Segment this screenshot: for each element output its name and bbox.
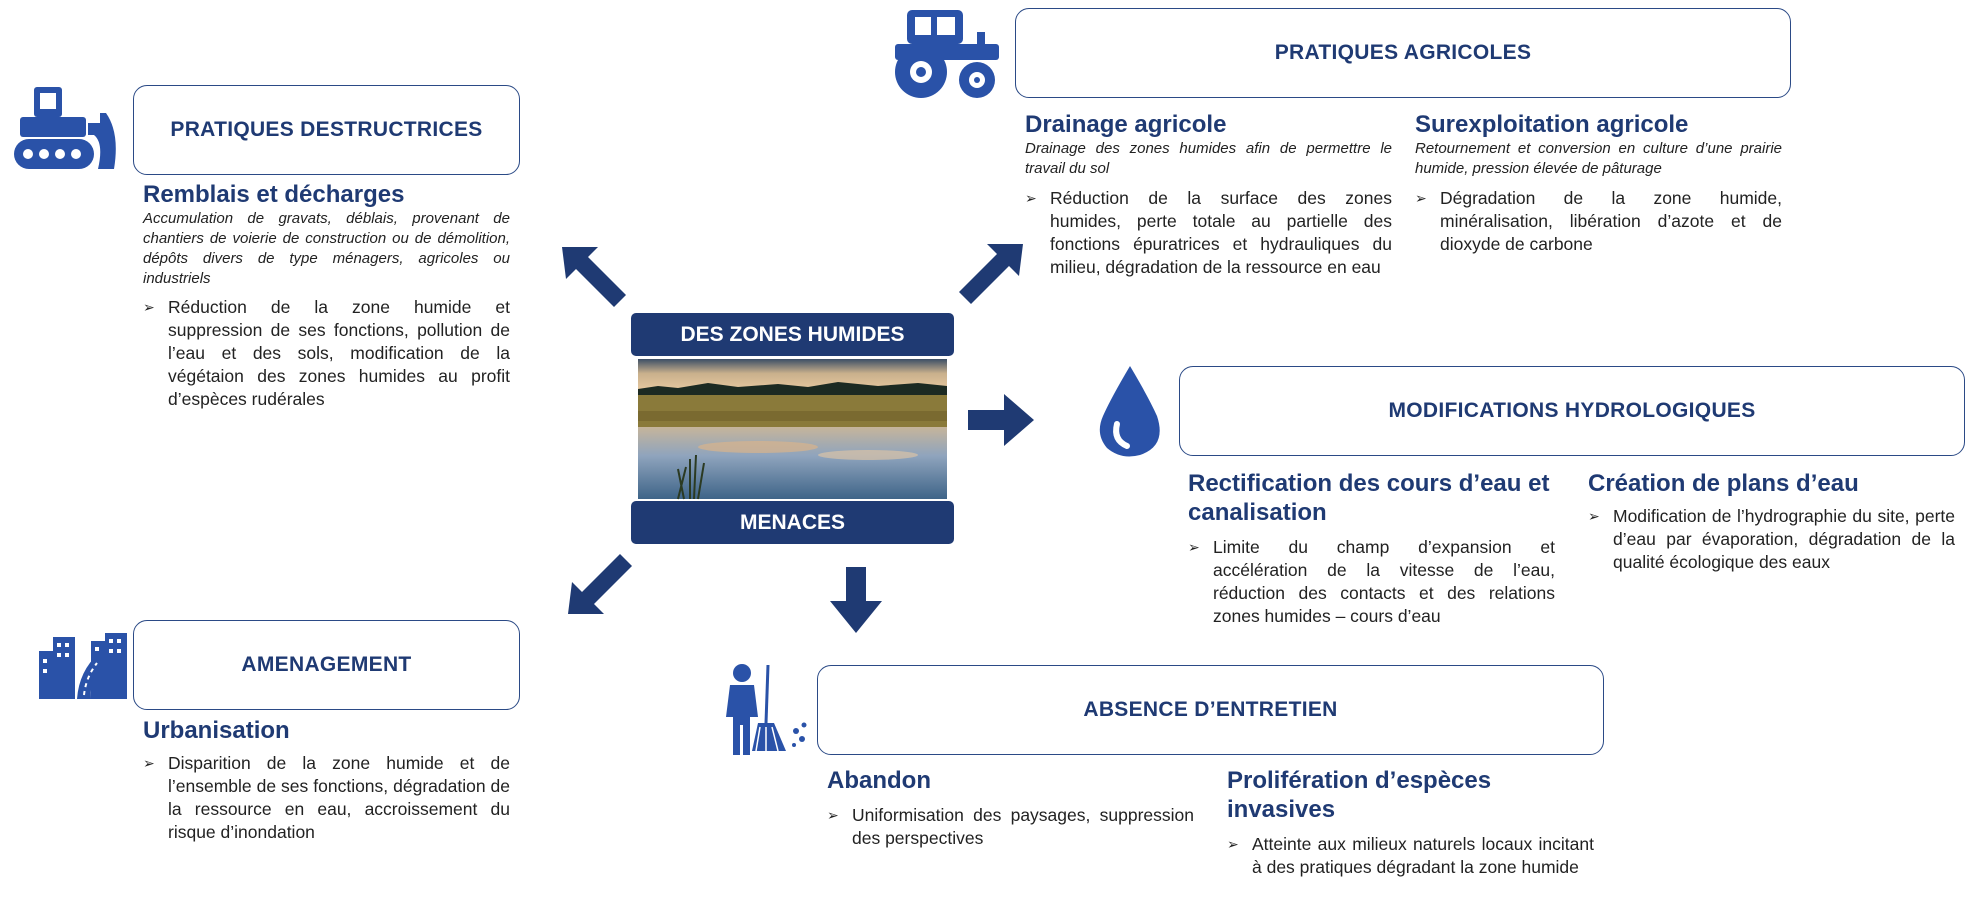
plans-eau-title: Création de plans d’eau <box>1588 470 1859 497</box>
abandon-bullet-text: Uniformisation des paysages, suppression… <box>852 805 1194 848</box>
surexploitation-title: Surexploitation agricole <box>1415 111 1689 138</box>
arrow-down-left <box>568 554 632 614</box>
bullet-arrow-icon: ➢ <box>1588 508 1600 524</box>
remblais-desc: Accumulation de gravats, déblais, proven… <box>143 210 510 287</box>
drainage-desc: Drainage des zones humides afin de perme… <box>1025 140 1392 177</box>
bullet-arrow-icon: ➢ <box>1415 190 1427 206</box>
drainage-bullet: ➢ Réduction de la surface des zones humi… <box>1025 187 1392 279</box>
destructrices-header: PRATIQUES DESTRUCTRICES <box>170 118 483 141</box>
bullet-arrow-icon: ➢ <box>143 755 155 771</box>
plans-eau-bullet-text: Modification de l’hydrographie du site, … <box>1613 506 1955 572</box>
drainage-title: Drainage agricole <box>1025 111 1227 138</box>
surexploitation-bullet: ➢ Dégradation de la zone humide, minéral… <box>1415 187 1782 256</box>
amenagement-header: AMENAGEMENT <box>241 653 412 676</box>
bullet-arrow-icon: ➢ <box>1188 539 1200 555</box>
center-bottom-banner: MENACES <box>631 501 954 544</box>
remblais-title: Remblais et décharges <box>143 181 405 208</box>
sweeper-icon <box>726 664 807 755</box>
bullet-arrow-icon: ➢ <box>827 807 839 823</box>
invasives-title: Prolifération d’espèces invasives <box>1227 767 1492 823</box>
rectification-title: Rectification des cours d’eau et canalis… <box>1188 470 1550 526</box>
city-road-icon <box>39 633 127 699</box>
amenagement-header-box: AMENAGEMENT <box>133 620 520 710</box>
remblais-bullet: ➢ Réduction de la zone humide et suppres… <box>143 296 510 411</box>
abandon-title: Abandon <box>827 767 931 794</box>
tractor-icon <box>895 10 999 98</box>
water-drop-icon <box>1099 366 1160 457</box>
hydrologiques-header-box: MODIFICATIONS HYDROLOGIQUES <box>1179 366 1965 456</box>
remblais-bullet-text: Réduction de la zone humide et suppressi… <box>168 297 510 409</box>
abandon-bullet: ➢ Uniformisation des paysages, suppressi… <box>827 804 1194 850</box>
center-top-label: DES ZONES HUMIDES <box>680 322 905 346</box>
arrow-up-right <box>959 244 1023 304</box>
bulldozer-icon <box>14 87 116 169</box>
hydrologiques-header: MODIFICATIONS HYDROLOGIQUES <box>1388 399 1756 422</box>
entretien-header-box: ABSENCE D’ENTRETIEN <box>817 665 1604 755</box>
urbanisation-title: Urbanisation <box>143 717 290 744</box>
destructrices-header-box: PRATIQUES DESTRUCTRICES <box>133 85 520 175</box>
drainage-bullet-text: Réduction de la surface des zones humide… <box>1050 188 1392 277</box>
bullet-arrow-icon: ➢ <box>1227 836 1239 852</box>
bullet-arrow-icon: ➢ <box>1025 190 1037 206</box>
center-top-banner: DES ZONES HUMIDES <box>631 313 954 356</box>
surexploitation-desc: Retournement et conversion en culture d’… <box>1415 140 1782 177</box>
rectification-bullet-text: Limite du champ d’expansion et accélérat… <box>1213 537 1555 626</box>
agricoles-header: PRATIQUES AGRICOLES <box>1274 41 1532 64</box>
entretien-header: ABSENCE D’ENTRETIEN <box>1083 698 1338 721</box>
urbanisation-bullet-text: Disparition de la zone humide et de l’en… <box>168 753 510 842</box>
wetland-photo <box>638 359 947 500</box>
center-bottom-label: MENACES <box>739 510 845 534</box>
bullet-arrow-icon: ➢ <box>143 299 155 315</box>
rectification-bullet: ➢ Limite du champ d’expansion et accélér… <box>1188 536 1555 628</box>
arrow-down <box>830 567 882 633</box>
surexploitation-bullet-text: Dégradation de la zone humide, minéralis… <box>1440 188 1782 254</box>
urbanisation-bullet: ➢ Disparition de la zone humide et de l’… <box>143 752 510 844</box>
plans-eau-bullet: ➢ Modification de l’hydrographie du site… <box>1588 505 1955 574</box>
invasives-bullet: ➢ Atteinte aux milieux naturels locaux i… <box>1227 833 1594 879</box>
agricoles-header-box: PRATIQUES AGRICOLES <box>1015 8 1791 98</box>
invasives-bullet-text: Atteinte aux milieux naturels locaux inc… <box>1252 834 1594 877</box>
arrow-right <box>968 394 1034 446</box>
arrow-up-left <box>562 247 626 307</box>
